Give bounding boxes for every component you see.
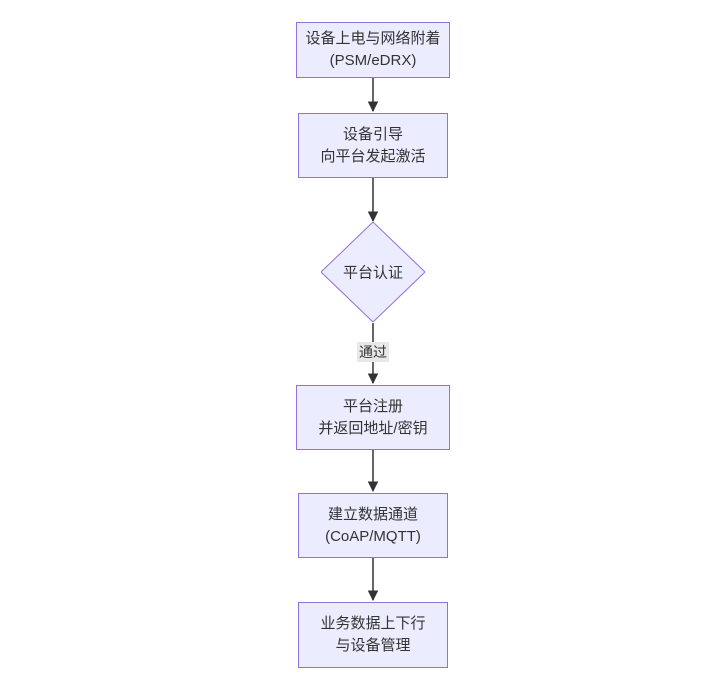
- node-business: 业务数据上下行 与设备管理: [298, 602, 448, 668]
- node-register: 平台注册 并返回地址/密钥: [296, 385, 450, 450]
- node-business-line1: 业务数据上下行: [320, 615, 426, 632]
- node-register-line2: 并返回地址/密钥: [318, 419, 428, 437]
- node-auth-label: 平台认证: [342, 264, 404, 282]
- node-bootstrap-line1: 设备引导: [342, 125, 403, 143]
- node-auth-diamond-shape: [321, 222, 425, 322]
- node-bootstrap-line2: 向平台发起激活: [320, 147, 426, 165]
- node-data-channel-line1: 建立数据通道: [327, 505, 418, 523]
- node-power-attach-line1: 设备上电与网络附着: [305, 30, 441, 47]
- node-power-attach: 设备上电与网络附着 (PSM/eDRX): [296, 22, 450, 78]
- node-power-attach-line2: (PSM/eDRX): [329, 52, 417, 69]
- node-business-line2: 与设备管理: [335, 637, 411, 654]
- edge-label-pass: 通过: [357, 342, 389, 362]
- node-data-channel-line2: (CoAP/MQTT): [325, 527, 421, 545]
- node-register-line1: 平台注册: [342, 397, 403, 415]
- node-bootstrap: 设备引导 向平台发起激活: [298, 113, 448, 178]
- node-data-channel: 建立数据通道 (CoAP/MQTT): [298, 493, 448, 558]
